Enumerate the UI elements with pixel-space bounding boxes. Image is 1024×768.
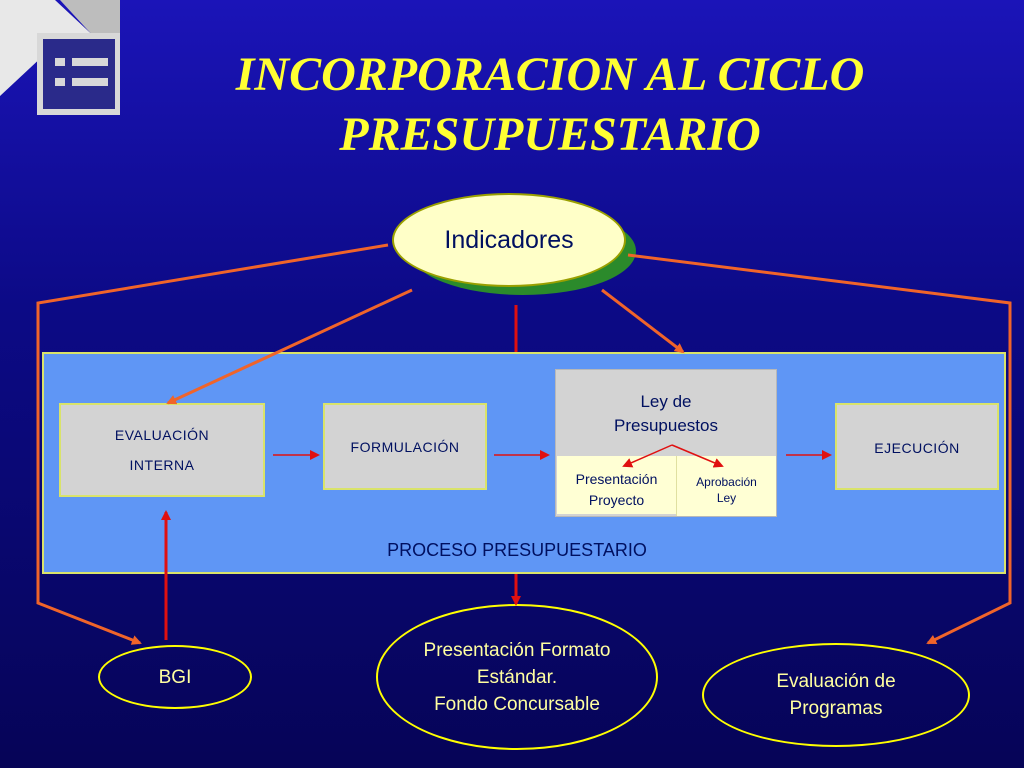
indicadores-node: Indicadores bbox=[392, 193, 626, 287]
connector-indicadores-ejecucion bbox=[601, 288, 685, 354]
stage-formulacion-label: FORMULACIÓN bbox=[350, 438, 460, 455]
presentacion-proyecto: Presentación Proyecto bbox=[557, 456, 676, 514]
stage-formulacion: FORMULACIÓN bbox=[323, 403, 487, 490]
indicadores-label: Indicadores bbox=[444, 225, 574, 254]
formato-estandar-label: Presentación Formato Estándar. Fondo Con… bbox=[423, 639, 611, 715]
formato-estandar-node: Presentación Formato Estándar. Fondo Con… bbox=[376, 604, 658, 750]
bgi-label: BGI bbox=[158, 666, 192, 688]
title-line-2: PRESUPUESTARIO bbox=[339, 108, 761, 161]
stage-ejecucion: EJECUCIÓN bbox=[835, 403, 999, 490]
list-icon bbox=[0, 0, 120, 115]
stage-evaluacion-interna: EVALUACIÓN INTERNA bbox=[59, 403, 265, 497]
title-line-1: INCORPORACION AL CICLO bbox=[235, 48, 865, 101]
stage-ejecucion-label: EJECUCIÓN bbox=[874, 440, 960, 456]
evaluacion-programas-label: Evaluación de Programas bbox=[776, 671, 896, 719]
evaluacion-programas-node: Evaluación de Programas bbox=[702, 643, 970, 747]
page-title: INCORPORACION AL CICLO PRESUPUESTARIO bbox=[140, 45, 960, 165]
bgi-node: BGI bbox=[98, 645, 252, 709]
process-label: PROCESO PRESUPUESTARIO bbox=[387, 540, 647, 560]
stage-evaluacion-label: EVALUACIÓN INTERNA bbox=[114, 427, 210, 473]
aprobacion-ley: Aprobación Ley bbox=[676, 456, 776, 516]
ley-de-presupuestos-title: Ley de Presupuestos bbox=[614, 392, 718, 435]
